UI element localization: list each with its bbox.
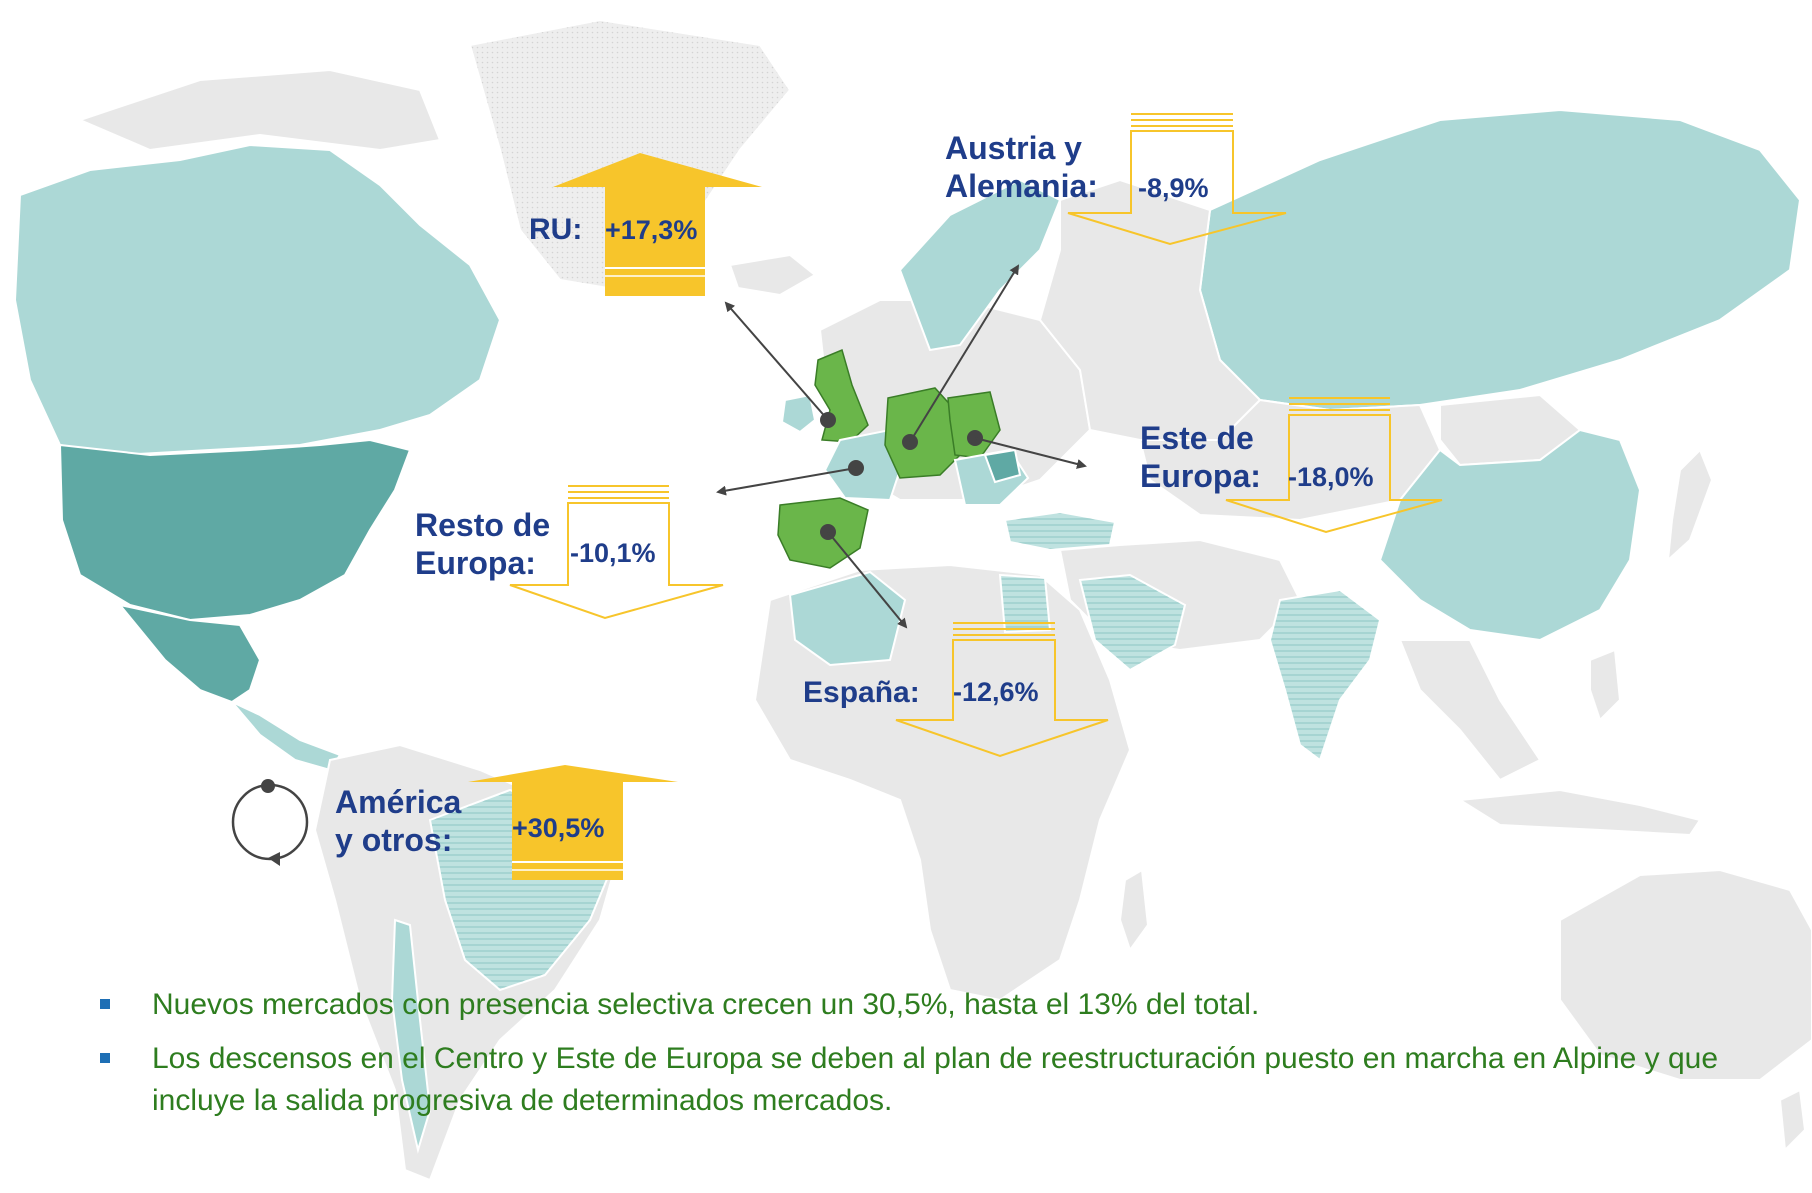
bullet-marker (100, 999, 110, 1009)
label-espana-line-1: España: (803, 676, 920, 709)
bullet-text: Nuevos mercados con presencia selectiva … (152, 988, 1260, 1021)
arrow-down-resto (509, 485, 724, 620)
japan (1666, 448, 1714, 563)
loop-symbol (231, 779, 309, 866)
arrow-down-espana (895, 622, 1109, 758)
usa (58, 438, 412, 622)
arrow-up-america (468, 765, 678, 880)
saudi-arabia (1078, 573, 1187, 672)
chile (390, 918, 432, 1154)
canada (13, 143, 502, 457)
value-america-otros: +30,5% (512, 813, 605, 843)
bullet-marker (100, 1053, 110, 1063)
bullet-item: Los descensos en el Centro y Este de Eur… (100, 1038, 1790, 1122)
indonesia (1456, 788, 1702, 837)
label-america-otros-line-2: y otros: (335, 821, 453, 858)
southeast-asia (1398, 639, 1542, 782)
iceland (728, 253, 817, 297)
label-resto-europa: Resto de Europa: (415, 507, 550, 583)
bullet-item: Nuevos mercados con presencia selectiva … (100, 984, 1790, 1026)
australia (1559, 868, 1812, 1081)
madagascar (1118, 868, 1150, 953)
north-africa (788, 570, 907, 667)
label-austria-alemania-line-1: Austria y (945, 130, 1082, 166)
value-resto-europa: -10,1% (570, 538, 656, 568)
turkey (1003, 510, 1117, 552)
connector-espana (827, 531, 908, 629)
label-este-europa-line-1: Este de (1140, 420, 1254, 456)
germany-austria (884, 387, 961, 479)
scandinavia (898, 178, 1062, 352)
label-ru: RU: (529, 212, 582, 247)
label-este-europa: Este de Europa: (1140, 420, 1261, 496)
india (1268, 588, 1382, 762)
label-resto-europa-line-1: Resto de (415, 507, 551, 543)
label-espana: España: (803, 675, 920, 710)
value-este-europa: -18,0% (1288, 462, 1374, 492)
label-austria-alemania: Austria y Alemania: (945, 130, 1098, 206)
new-zealand (1778, 1088, 1807, 1153)
connector-austria-alemania (909, 264, 1020, 443)
value-austria-alemania: -8,9% (1138, 173, 1209, 203)
label-este-europa-line-2: Europa: (1140, 457, 1261, 494)
arctic-islands (77, 68, 442, 152)
connector-resto-europa (716, 467, 857, 496)
arrow-down-este (1225, 397, 1443, 534)
connector-este-europa (974, 437, 1087, 469)
label-ru-line-1: RU: (529, 213, 583, 246)
value-espana: -12,6% (953, 677, 1039, 707)
russia (1198, 108, 1802, 412)
label-austria-alemania-line-2: Alemania: (945, 167, 1098, 204)
philippines (1589, 648, 1622, 722)
label-resto-europa-line-2: Europa: (415, 544, 536, 581)
connectors (716, 264, 1087, 629)
label-america-otros-line-1: América (335, 784, 462, 820)
bullet-text: Los descensos en el Centro y Este de Eur… (152, 1042, 1719, 1117)
mexico (117, 603, 262, 704)
arrow-up-ru (553, 153, 762, 296)
arrow-down-austria (1067, 113, 1287, 246)
africa (753, 563, 1132, 1002)
central-america (231, 701, 342, 772)
label-america-otros: América y otros: (335, 784, 461, 860)
bullet-list: Nuevos mercados con presencia selectiva … (100, 984, 1790, 1134)
value-ru: +17,3% (605, 215, 698, 245)
romania (983, 448, 1022, 484)
china (1378, 428, 1642, 642)
connector-ru (724, 301, 829, 421)
